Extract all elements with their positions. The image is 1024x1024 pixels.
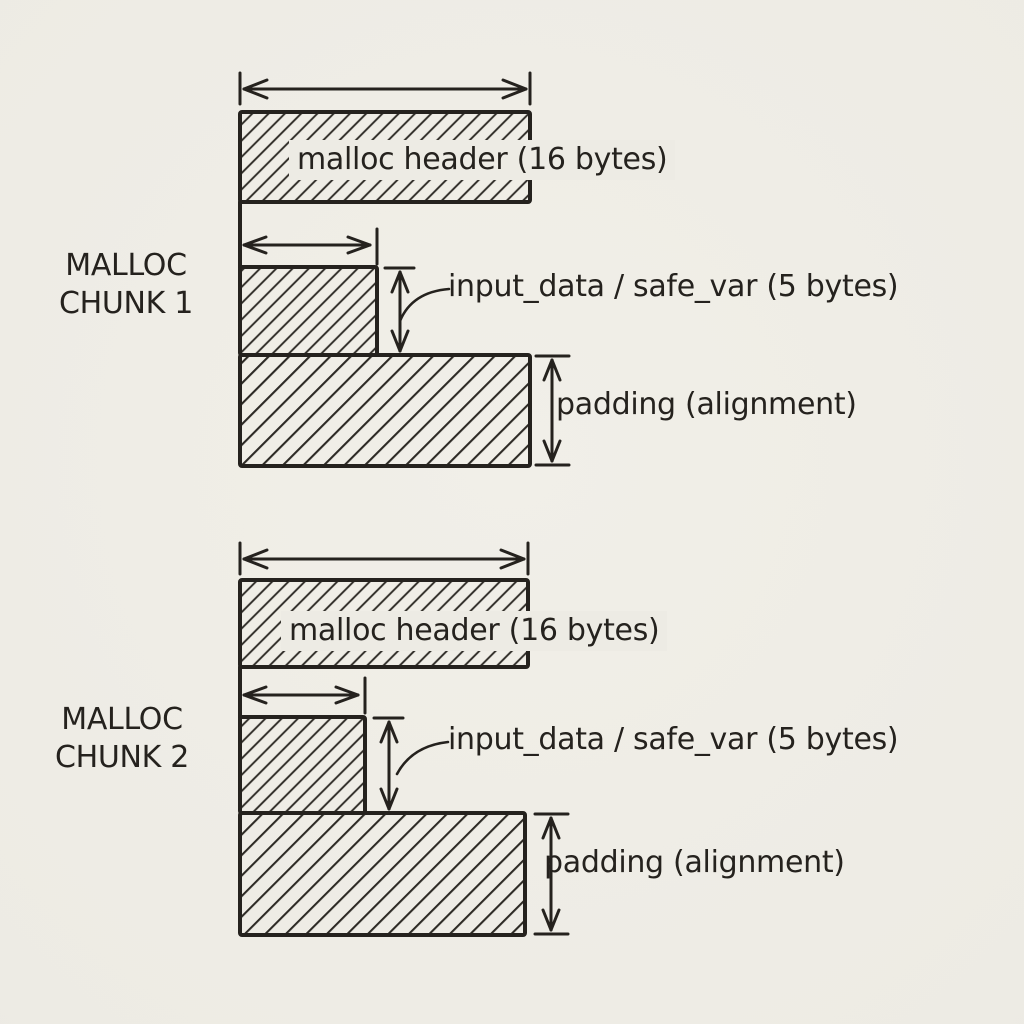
chunk-1-data-width-arrow (242, 227, 379, 266)
chunk-2-input-data-label: input_data / safe_var (5 bytes) (448, 722, 899, 757)
chunk-1-padding-label: padding (alignment) (556, 387, 857, 422)
chunk-1-padding-box (238, 353, 532, 468)
chunk-2-padding-label: padding (alignment) (544, 845, 845, 880)
chunk-2-width-arrow (238, 541, 530, 576)
chunk-2-header-label: malloc header (16 bytes) (281, 611, 668, 651)
chunk-1-input-data-box (238, 265, 379, 357)
chunk-1-name-line1: MALLOC (65, 248, 187, 283)
chunk-1-leader-line (398, 287, 451, 323)
chunk-1-name-label: MALLOC CHUNK 1 (38, 247, 214, 323)
chunk-2-name-line1: MALLOC (61, 702, 183, 737)
chunk-2-padding-height-arrow (533, 812, 570, 936)
chunk-2-input-data-box (238, 715, 367, 815)
chunk-1-data-height-arrow (383, 266, 416, 353)
chunk-2-data-width-arrow (242, 676, 367, 715)
chunk-1-width-arrow (238, 71, 532, 106)
chunk-2-name-line2: CHUNK 2 (54, 740, 190, 775)
chunk-2-padding-box (238, 811, 527, 937)
chunk-1-header-label: malloc header (16 bytes) (289, 140, 676, 180)
chunk-2-leader-line (395, 740, 450, 776)
chunk-2-name-label: MALLOC CHUNK 2 (34, 701, 210, 777)
chunk-2-data-height-arrow (372, 716, 405, 811)
chunk-1-padding-height-arrow (534, 354, 571, 467)
chunk-1-input-data-label: input_data / safe_var (5 bytes) (448, 269, 899, 304)
chunk-1-name-line2: CHUNK 1 (58, 286, 194, 321)
